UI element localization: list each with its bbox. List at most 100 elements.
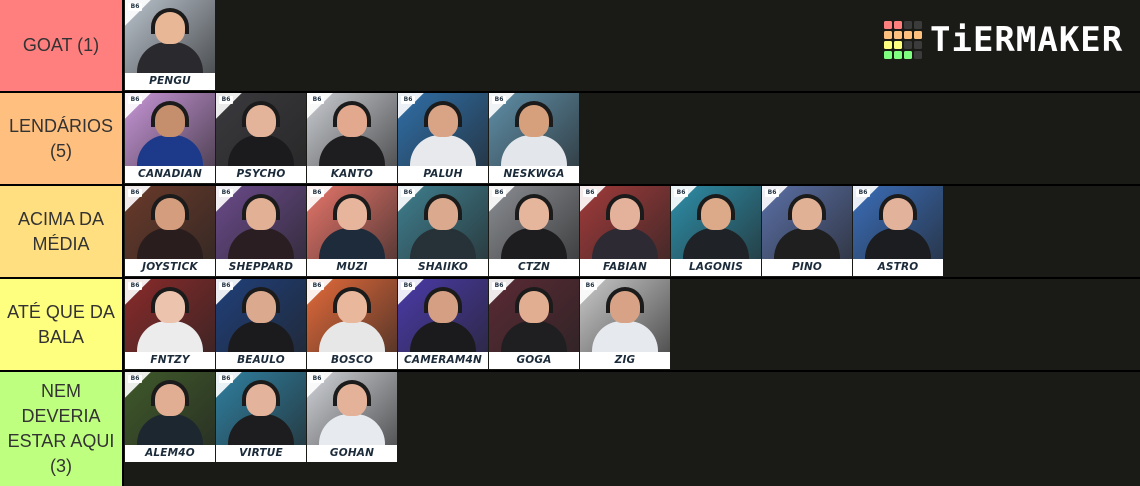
event-badge-icon: B6 — [219, 375, 233, 383]
event-badge-icon: B6 — [401, 96, 415, 104]
player-photo — [853, 186, 943, 259]
event-badge-icon: B6 — [128, 282, 142, 290]
logo-grid-square — [884, 41, 892, 49]
event-badge-icon: B6 — [492, 189, 506, 197]
player-photo — [125, 372, 215, 445]
player-photo — [307, 186, 397, 259]
player-photo — [307, 93, 397, 166]
player-photo — [216, 372, 306, 445]
logo-grid-square — [894, 21, 902, 29]
player-name: FABIAN — [580, 259, 670, 276]
event-badge-icon: B6 — [310, 282, 324, 290]
player-name: GOGA — [489, 352, 579, 369]
player-photo — [671, 186, 761, 259]
event-badge-icon: B6 — [856, 189, 870, 197]
tiermaker-logo[interactable]: TiERMAKER — [884, 20, 1123, 60]
player-photo — [489, 279, 579, 352]
player-photo — [125, 93, 215, 166]
logo-grid-square — [884, 31, 892, 39]
player-name: BOSCO — [307, 352, 397, 369]
tiermaker-logo-icon — [884, 21, 922, 59]
player-name: JOYSTICK — [125, 259, 215, 276]
event-badge-icon: B6 — [765, 189, 779, 197]
event-badge-icon: B6 — [583, 282, 597, 290]
player-name: PINO — [762, 259, 852, 276]
logo-grid-square — [884, 21, 892, 29]
logo-grid-square — [914, 31, 922, 39]
player-photo — [580, 186, 670, 259]
player-name: NESKWGA — [489, 166, 579, 183]
event-badge-icon: B6 — [128, 96, 142, 104]
player-photo — [489, 186, 579, 259]
event-badge-icon: B6 — [128, 3, 142, 11]
player-photo — [398, 279, 488, 352]
player-photo — [398, 186, 488, 259]
logo-grid-square — [884, 51, 892, 59]
event-badge-icon: B6 — [219, 96, 233, 104]
player-name: SHAIIKO — [398, 259, 488, 276]
player-name: PENGU — [125, 73, 215, 90]
player-photo — [489, 93, 579, 166]
event-badge-icon: B6 — [401, 189, 415, 197]
event-badge-icon: B6 — [310, 96, 324, 104]
player-photo — [216, 186, 306, 259]
logo-grid-square — [894, 41, 902, 49]
tier-label[interactable]: ATÉ QUE DA BALA — [0, 279, 124, 370]
event-badge-icon: B6 — [310, 189, 324, 197]
tier-label[interactable]: GOAT (1) — [0, 0, 124, 91]
logo-grid-square — [904, 31, 912, 39]
player-photo — [580, 279, 670, 352]
logo-grid-square — [894, 31, 902, 39]
player-name: ZIG — [580, 352, 670, 369]
event-badge-icon: B6 — [128, 375, 142, 383]
event-badge-icon: B6 — [401, 282, 415, 290]
logo-grid-square — [894, 51, 902, 59]
player-name: ALEM4O — [125, 445, 215, 462]
event-badge-icon: B6 — [219, 189, 233, 197]
player-name: FNTZY — [125, 352, 215, 369]
player-name: MUZI — [307, 259, 397, 276]
player-name: KANTO — [307, 166, 397, 183]
player-name: VIRTUE — [216, 445, 306, 462]
event-badge-icon: B6 — [492, 282, 506, 290]
logo-grid-square — [914, 21, 922, 29]
tier-label[interactable]: ACIMA DA MÉDIA — [0, 186, 124, 277]
tier-label[interactable]: NEM DEVERIA ESTAR AQUI (3) — [0, 372, 124, 486]
player-photo — [398, 93, 488, 166]
logo-grid-square — [904, 51, 912, 59]
player-photo — [125, 186, 215, 259]
tier-label[interactable]: LENDÁRIOS (5) — [0, 93, 124, 184]
tiermaker-logo-text: TiERMAKER — [930, 20, 1124, 60]
